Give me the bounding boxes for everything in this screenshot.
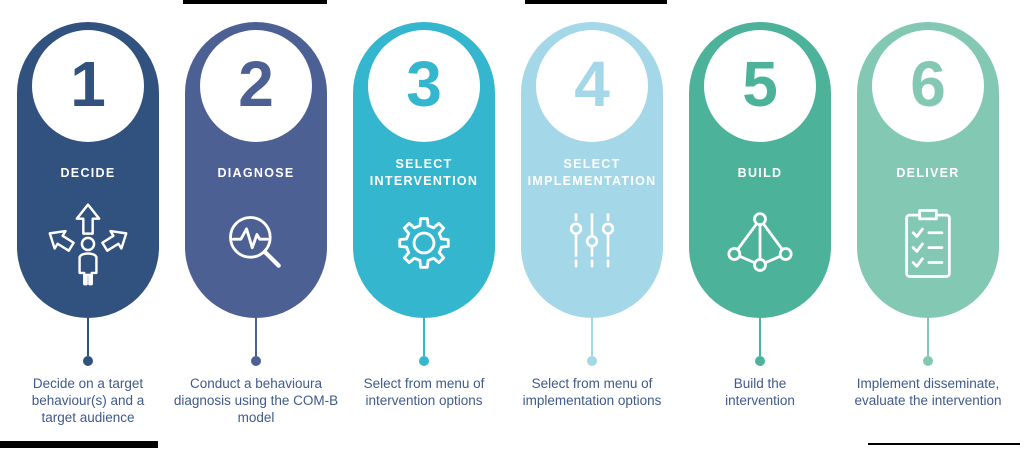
step-description: Implement disseminate, evaluate the inte… <box>854 376 1002 408</box>
connector-dot <box>587 356 597 366</box>
clipboard-checklist-icon <box>897 200 959 286</box>
step-label: SELECT INTERVENTION <box>369 157 479 188</box>
connector-line <box>927 318 929 356</box>
connector-dot <box>251 356 261 366</box>
step-description: Build the intervention <box>725 376 795 408</box>
step-select-intervention: 3 SELECT INTERVENTION Select from menu o… <box>339 22 509 409</box>
connector-dot <box>923 356 933 366</box>
magnifier-pulse-icon <box>222 200 290 286</box>
connector-line <box>591 318 593 356</box>
step-number-circle: 3 <box>368 30 480 142</box>
top-rule-left <box>183 0 327 4</box>
step-select-implementation: 4 SELECT IMPLEMENTATION <box>507 22 677 409</box>
bottom-rule-right <box>868 443 1020 445</box>
step-number: 1 <box>70 48 106 120</box>
step-label: DELIVER <box>896 165 960 180</box>
step-label: SELECT IMPLEMENTATION <box>527 157 657 188</box>
step-description: Decide on a target behaviour(s) and a ta… <box>31 376 145 425</box>
step-number-circle: 4 <box>536 30 648 142</box>
step-decide: 1 DECIDE Decide on a target behaviour(s)… <box>3 22 173 426</box>
step-capsule: 2 DIAGNOSE <box>185 22 327 318</box>
step-capsule: 3 SELECT INTERVENTION <box>353 22 495 318</box>
step-description: Conduct a behavioura diagnosis using the… <box>173 376 339 425</box>
step-number-circle: 5 <box>704 30 816 142</box>
connector-dot <box>419 356 429 366</box>
step-number: 5 <box>742 48 778 120</box>
step-build: 5 BUILD Build the intervention <box>675 22 845 409</box>
step-capsule: 6 DELIVER <box>857 22 999 318</box>
top-rule-right <box>525 0 667 4</box>
step-number-circle: 2 <box>200 30 312 142</box>
sliders-icon <box>560 200 624 286</box>
step-description: Select from menu of intervention options <box>363 376 485 408</box>
step-number: 2 <box>238 48 274 120</box>
step-deliver: 6 DELIVER Implement disseminate, evaluat… <box>843 22 1013 409</box>
connector-line <box>759 318 761 356</box>
step-number: 6 <box>910 48 946 120</box>
step-capsule: 1 DECIDE <box>17 22 159 318</box>
step-number-circle: 1 <box>32 30 144 142</box>
step-label: DECIDE <box>60 165 116 180</box>
connector-dot <box>83 356 93 366</box>
step-number: 3 <box>406 48 442 120</box>
connector-dot <box>755 356 765 366</box>
step-capsule: 5 BUILD <box>689 22 831 318</box>
step-number-circle: 6 <box>872 30 984 142</box>
connector-line <box>255 318 257 356</box>
bottom-rule-left <box>0 441 158 448</box>
step-capsule: 4 SELECT IMPLEMENTATION <box>521 22 663 318</box>
step-number: 4 <box>574 48 610 120</box>
network-icon <box>722 200 798 286</box>
step-label: DIAGNOSE <box>217 165 295 180</box>
person-arrows-icon <box>48 200 128 286</box>
step-diagnose: 2 DIAGNOSE Conduct a behavioura diagnosi… <box>171 22 341 426</box>
step-label: BUILD <box>737 165 783 180</box>
gear-icon <box>390 200 458 286</box>
step-description: Select from menu of implementation optio… <box>522 376 662 408</box>
connector-line <box>87 318 89 356</box>
connector-line <box>423 318 425 356</box>
